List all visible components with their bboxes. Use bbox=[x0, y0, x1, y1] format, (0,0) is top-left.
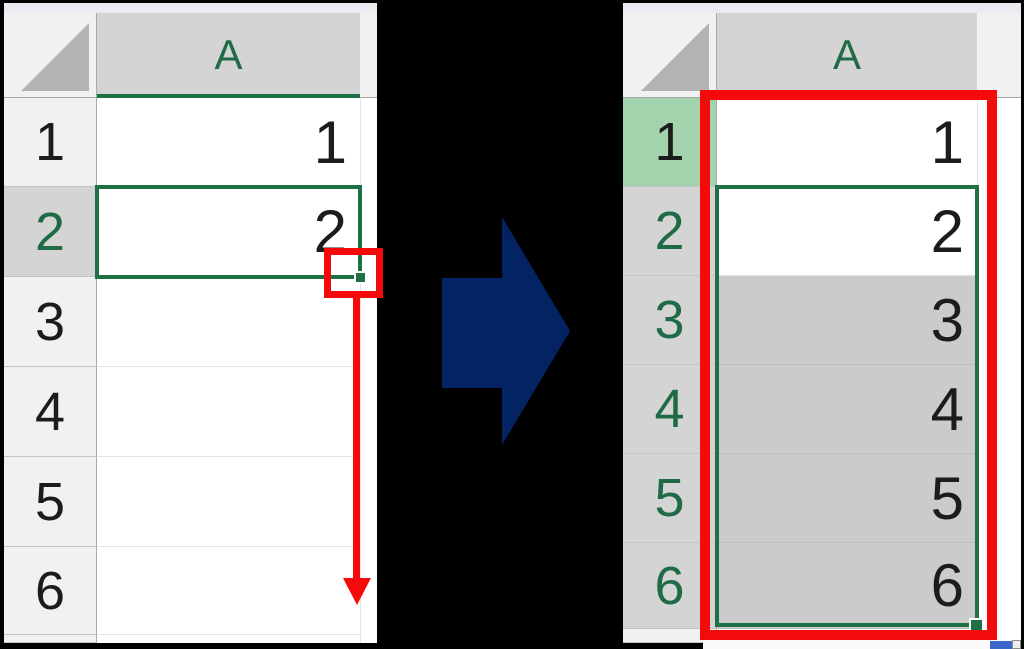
row-header-4[interactable]: 4 bbox=[4, 367, 97, 457]
cell-A2[interactable]: 2 bbox=[717, 187, 977, 276]
select-all-button[interactable] bbox=[4, 13, 97, 98]
cell-A1[interactable]: 1 bbox=[717, 98, 977, 187]
drag-down-arrow-head-icon bbox=[343, 578, 371, 605]
spreadsheet-before: A 1 2 3 4 5 6 1 2 bbox=[4, 3, 377, 643]
cell-A4[interactable]: 4 bbox=[717, 365, 977, 454]
cell-A6[interactable] bbox=[97, 547, 360, 635]
cell-A5[interactable] bbox=[97, 457, 360, 547]
selected-column-underline bbox=[97, 94, 360, 99]
column-header-a[interactable]: A bbox=[717, 13, 977, 98]
window-top-strip bbox=[623, 3, 1021, 13]
scrollbar-strip bbox=[703, 640, 1021, 649]
select-all-triangle-icon bbox=[21, 23, 89, 91]
column-gridline bbox=[360, 98, 361, 643]
row-header-3[interactable]: 3 bbox=[4, 277, 97, 367]
cell-A4[interactable] bbox=[97, 367, 360, 457]
scrollbar-corner bbox=[1012, 640, 1021, 649]
active-cell-border bbox=[95, 185, 362, 279]
row-header-7-sliver bbox=[4, 635, 97, 643]
scrollbar-thumb[interactable] bbox=[990, 641, 1012, 649]
cell-A3[interactable]: 3 bbox=[717, 276, 977, 365]
row-header-5[interactable]: 5 bbox=[4, 457, 97, 547]
cell-A6[interactable]: 6 bbox=[717, 543, 977, 629]
fill-handle[interactable] bbox=[354, 271, 367, 284]
cell-A5[interactable]: 5 bbox=[717, 454, 977, 543]
drag-down-arrow-shaft bbox=[353, 298, 360, 579]
row-header-1[interactable]: 1 bbox=[4, 98, 97, 187]
select-all-triangle-icon bbox=[641, 23, 709, 91]
transform-arrow-icon bbox=[442, 217, 570, 445]
select-all-button[interactable] bbox=[623, 13, 717, 98]
window-top-strip bbox=[4, 3, 377, 13]
column-header-a[interactable]: A bbox=[97, 13, 360, 98]
selected-range-border bbox=[715, 185, 979, 627]
row-header-2[interactable]: 2 bbox=[4, 187, 97, 277]
filled-range-highlight-box bbox=[700, 90, 997, 640]
cell-A3[interactable] bbox=[97, 277, 360, 367]
column-header-b-sliver[interactable] bbox=[977, 13, 1021, 98]
cell-A1[interactable]: 1 bbox=[97, 98, 360, 187]
row-header-6[interactable]: 6 bbox=[4, 547, 97, 635]
column-header-b-sliver[interactable] bbox=[360, 13, 377, 98]
fill-handle-highlight-box bbox=[324, 248, 383, 298]
